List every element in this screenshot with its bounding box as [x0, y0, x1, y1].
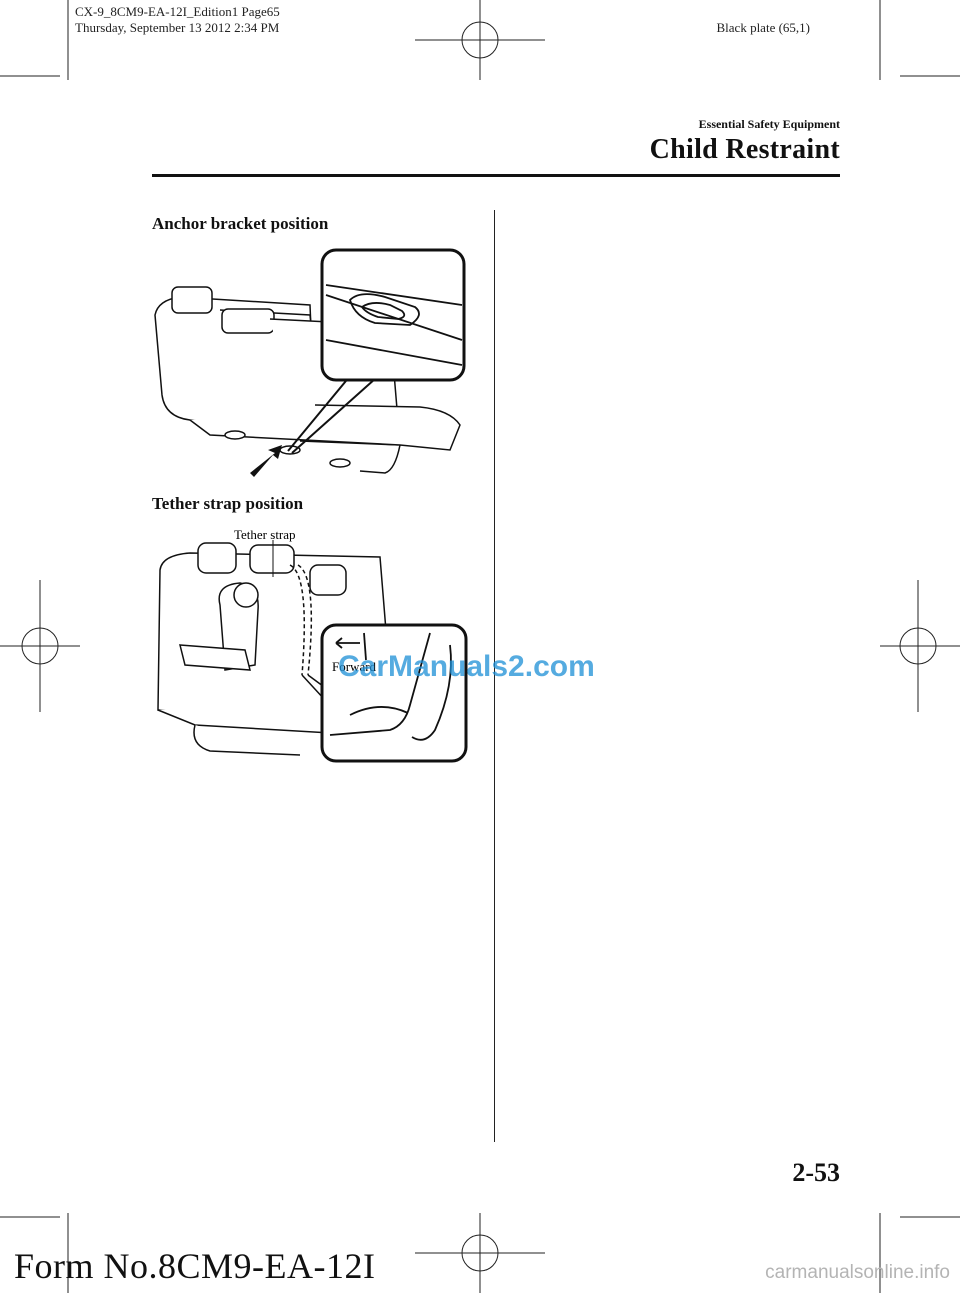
forward-label: Forward	[332, 659, 377, 674]
figure-caption-anchor: Anchor bracket position	[152, 214, 329, 233]
column-divider	[494, 210, 495, 1142]
tether-strap-label: Tether strap	[234, 527, 296, 542]
header-rule	[152, 174, 840, 177]
print-file-line: CX-9_8CM9-EA-12I_Edition1 Page65	[75, 4, 280, 19]
watermark-bottom: carmanualsonline.info	[765, 1262, 950, 1283]
page-number: 2-53	[792, 1158, 840, 1187]
plate-label: Black plate (65,1)	[716, 20, 811, 35]
form-number: Form No.8CM9-EA-12I	[14, 1246, 376, 1286]
anchor-bracket-illustration	[154, 248, 466, 477]
print-metadata: CX-9_8CM9-EA-12I_Edition1 Page65 Thursda…	[75, 4, 280, 36]
tether-strap-illustration: Tether strap Forward	[157, 527, 468, 763]
figure-caption-tether: Tether strap position	[152, 494, 304, 513]
watermark-center: CarManuals2.com	[338, 650, 595, 683]
print-date-line: Thursday, September 13 2012 2:34 PM	[75, 20, 280, 35]
page-title: Child Restraint	[649, 134, 840, 165]
section-label: Essential Safety Equipment	[698, 117, 840, 131]
